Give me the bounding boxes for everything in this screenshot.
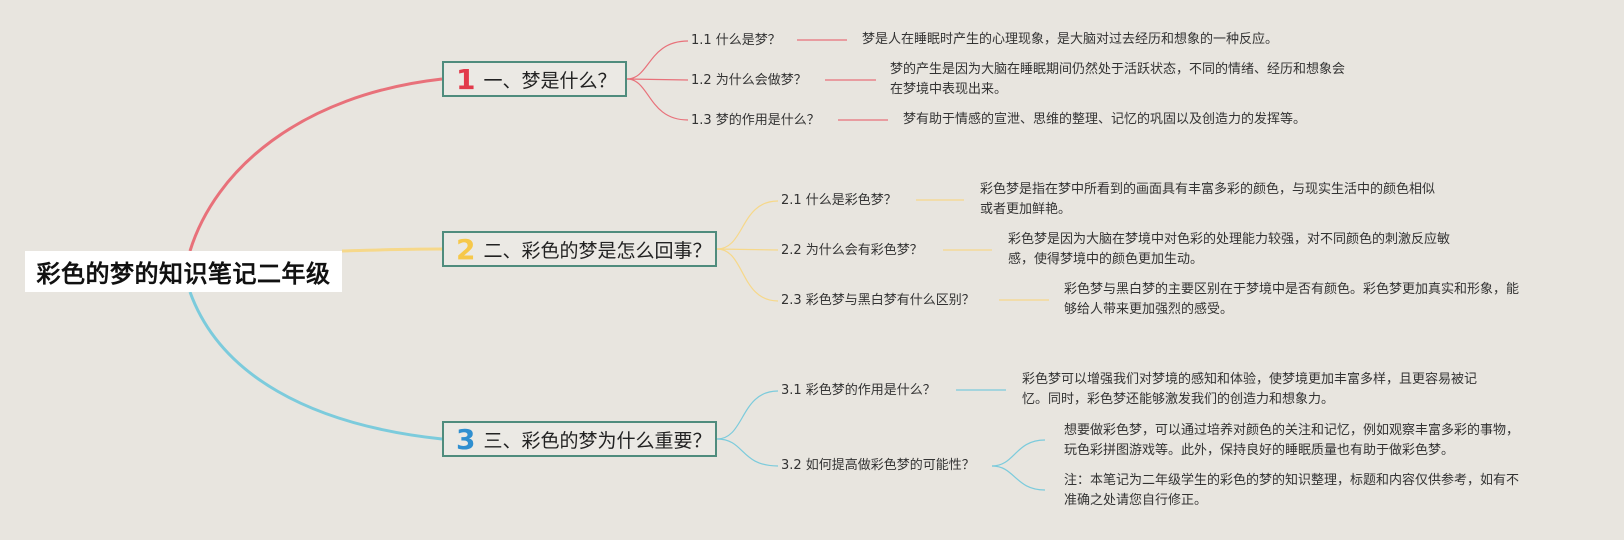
topic-1-title: 一、梦是什么？ [483,69,617,92]
subtopic-1-3[interactable]: 1.3 梦的作用是什么？ [691,113,820,128]
answer-line: 够给人带来更加强烈的感受。 [1064,302,1234,317]
topic-3-title: 三、彩色的梦为什么重要？ [483,429,712,452]
note-line: 注：本笔记为二年级学生的彩色的梦的知识整理，标题和内容仅供参考，如有不 [1064,473,1520,488]
number-three-icon: 3 [456,422,476,456]
answer-line: 玩色彩拼图游戏等。此外，保持良好的睡眠质量也有助于做彩色梦。 [1064,443,1455,458]
answer-1-2[interactable]: 梦的产生是因为大脑在睡眠期间仍然处于活跃状态，不同的情绪、经历和想象会 在梦境中… [890,60,1345,100]
note-line: 准确之处请您自行修正。 [1064,493,1208,508]
subtopic-1-1[interactable]: 1.1 什么是梦？ [691,33,781,48]
answer-line: 彩色梦是指在梦中所看到的画面具有丰富多彩的颜色，与现实生活中的颜色相似 [980,182,1436,197]
link-root-topic-3 [188,291,443,441]
topic-3[interactable]: 3 三、彩色的梦为什么重要？ [442,421,717,457]
number-two-icon: 2 [456,232,476,266]
answer-line: 彩色梦是因为大脑在梦境中对色彩的处理能力较强，对不同颜色的刺激反应敏 [1008,232,1451,247]
answer-line: 彩色梦与黑白梦的主要区别在于梦境中是否有颜色。彩色梦更加真实和形象，能 [1064,282,1520,297]
link-root-topic-1 [188,77,443,252]
topic-2[interactable]: 2 二、彩色的梦是怎么回事？ [442,231,717,267]
answer-1-1[interactable]: 梦是人在睡眠时产生的心理现象，是大脑对过去经历和想象的一种反应。 [862,30,1278,50]
topic-2-title: 二、彩色的梦是怎么回事？ [483,239,712,262]
number-one-icon: 1 [456,62,476,96]
link-root-topic-2 [341,247,443,253]
answer-1-3[interactable]: 梦有助于情感的宣泄、思维的整理、记忆的巩固以及创造力的发挥等。 [903,110,1306,130]
answer-line: 想要做彩色梦，可以通过培养对颜色的关注和记忆，例如观察丰富多彩的事物， [1064,423,1520,438]
answer-3-1[interactable]: 彩色梦可以增强我们对梦境的感知和体验，使梦境更加丰富多样，且更容易被记 忆。同时… [1022,370,1477,410]
subtopic-2-3[interactable]: 2.3 彩色梦与黑白梦有什么区别？ [781,293,975,308]
answer-2-2[interactable]: 彩色梦是因为大脑在梦境中对色彩的处理能力较强，对不同颜色的刺激反应敏 感，使得梦… [1008,230,1450,270]
topic-1[interactable]: 1 一、梦是什么？ [442,61,627,97]
answer-line: 忆。同时，彩色梦还能够激发我们的创造力和想象力。 [1022,392,1335,407]
answer-2-1[interactable]: 彩色梦是指在梦中所看到的画面具有丰富多彩的颜色，与现实生活中的颜色相似 或者更加… [980,180,1435,220]
answer-3-2[interactable]: 想要做彩色梦，可以通过培养对颜色的关注和记忆，例如观察丰富多彩的事物， 玩色彩拼… [1064,421,1519,461]
answer-line: 或者更加鲜艳。 [980,202,1072,217]
answer-line: 感，使得梦境中的颜色更加生动。 [1008,252,1204,267]
subtopic-3-1[interactable]: 3.1 彩色梦的作用是什么？ [781,383,936,398]
answer-line: 梦的产生是因为大脑在睡眠期间仍然处于活跃状态，不同的情绪、经历和想象会 [890,62,1346,77]
subtopic-2-1[interactable]: 2.1 什么是彩色梦？ [781,193,897,208]
answer-line: 梦是人在睡眠时产生的心理现象，是大脑对过去经历和想象的一种反应。 [862,32,1279,47]
answer-line: 梦有助于情感的宣泄、思维的整理、记忆的巩固以及创造力的发挥等。 [903,112,1307,127]
subtopic-3-2[interactable]: 3.2 如何提高做彩色梦的可能性？ [781,458,975,473]
root-topic[interactable]: 彩色的梦的知识笔记二年级 [25,251,342,292]
note-3-2[interactable]: 注：本笔记为二年级学生的彩色的梦的知识整理，标题和内容仅供参考，如有不 准确之处… [1064,471,1519,511]
answer-2-3[interactable]: 彩色梦与黑白梦的主要区别在于梦境中是否有颜色。彩色梦更加真实和形象，能 够给人带… [1064,280,1519,320]
subtopic-2-2[interactable]: 2.2 为什么会有彩色梦？ [781,243,923,258]
answer-line: 彩色梦可以增强我们对梦境的感知和体验，使梦境更加丰富多样，且更容易被记 [1022,372,1478,387]
answer-line: 在梦境中表现出来。 [890,82,1008,97]
subtopic-1-2[interactable]: 1.2 为什么会做梦？ [691,73,807,88]
